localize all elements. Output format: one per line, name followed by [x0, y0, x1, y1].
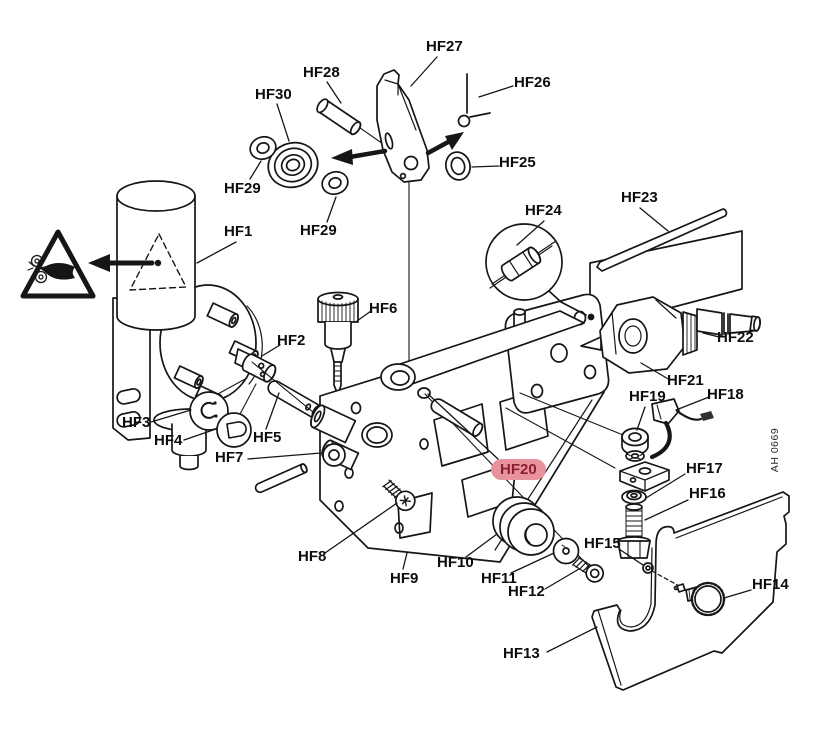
part-label[interactable]: HF16: [689, 485, 726, 502]
part-label[interactable]: HF6: [369, 300, 398, 317]
knob-hf6: [317, 291, 359, 396]
part-label[interactable]: HF22: [717, 329, 754, 346]
socket-screw-hf7: [322, 443, 346, 467]
part-label[interactable]: HF26: [514, 74, 551, 91]
part-label-highlighted[interactable]: HF20: [491, 459, 546, 480]
washer-hf11: [552, 537, 580, 565]
part-label[interactable]: HF27: [426, 38, 463, 55]
part-label[interactable]: HF10: [437, 554, 474, 571]
part-label[interactable]: HF24: [525, 202, 562, 219]
pin-hf7: [254, 463, 308, 494]
part-label[interactable]: HF8: [298, 548, 327, 565]
bearing-hf30: [267, 141, 319, 189]
ring-hf25: [445, 151, 471, 181]
roller-stud: [206, 302, 239, 328]
assembly-arrow-left: [347, 148, 388, 160]
part-label[interactable]: HF25: [499, 154, 536, 171]
part-label[interactable]: HF29: [300, 222, 337, 239]
grommet-hf15: [642, 562, 654, 574]
cable-part-hf24: [500, 246, 542, 282]
part-label[interactable]: HF18: [707, 386, 744, 403]
part-label[interactable]: HF17: [686, 460, 723, 477]
detail-balloon-hf3: [189, 391, 229, 431]
lever-bracket-hf27: [376, 69, 430, 183]
part-label[interactable]: HF1: [224, 223, 253, 240]
part-label[interactable]: HF12: [508, 583, 545, 600]
ring-hf29-right: [321, 170, 349, 196]
part-label[interactable]: HF13: [503, 645, 540, 662]
locator-line: [251, 361, 624, 575]
bushing-hf19: [621, 427, 649, 456]
part-label[interactable]: HF29: [224, 180, 261, 197]
part-label[interactable]: HF3: [122, 414, 151, 431]
ring-hf29-left: [249, 135, 277, 161]
part-label[interactable]: HF23: [621, 189, 658, 206]
ground-wire-hf18: [649, 420, 672, 460]
part-label[interactable]: HF2: [277, 332, 306, 349]
part-label[interactable]: HF14: [752, 576, 789, 593]
part-label[interactable]: HF4: [154, 432, 183, 449]
hazard-triangle-decal: [129, 233, 187, 291]
part-label[interactable]: HF19: [629, 388, 666, 405]
part-label[interactable]: HF15: [584, 535, 621, 552]
pinch-hazard-warning-icon: [20, 229, 96, 299]
part-label[interactable]: HF11: [481, 570, 517, 587]
bolt-hf12: [572, 557, 605, 583]
part-label[interactable]: HF7: [215, 449, 244, 466]
part-label[interactable]: HF5: [253, 429, 282, 446]
drawing-code: AH 0669: [769, 427, 781, 473]
bracket-boss: [310, 404, 357, 444]
leader-lines: [150, 56, 752, 653]
assembly-arrow-up-right: [425, 138, 453, 156]
part-label[interactable]: HF9: [390, 570, 419, 587]
rod-hf23: [596, 208, 728, 272]
part-label[interactable]: HF21: [667, 372, 704, 389]
screw-hf8: [382, 479, 416, 512]
shaft-hf22: [682, 311, 698, 356]
pin-hf28: [316, 98, 362, 136]
nut-block: [619, 461, 670, 492]
wire-hf26: [466, 73, 491, 118]
part-label[interactable]: HF30: [255, 86, 292, 103]
part-label[interactable]: HF28: [303, 64, 340, 81]
wire-terminal-block: [651, 398, 680, 425]
